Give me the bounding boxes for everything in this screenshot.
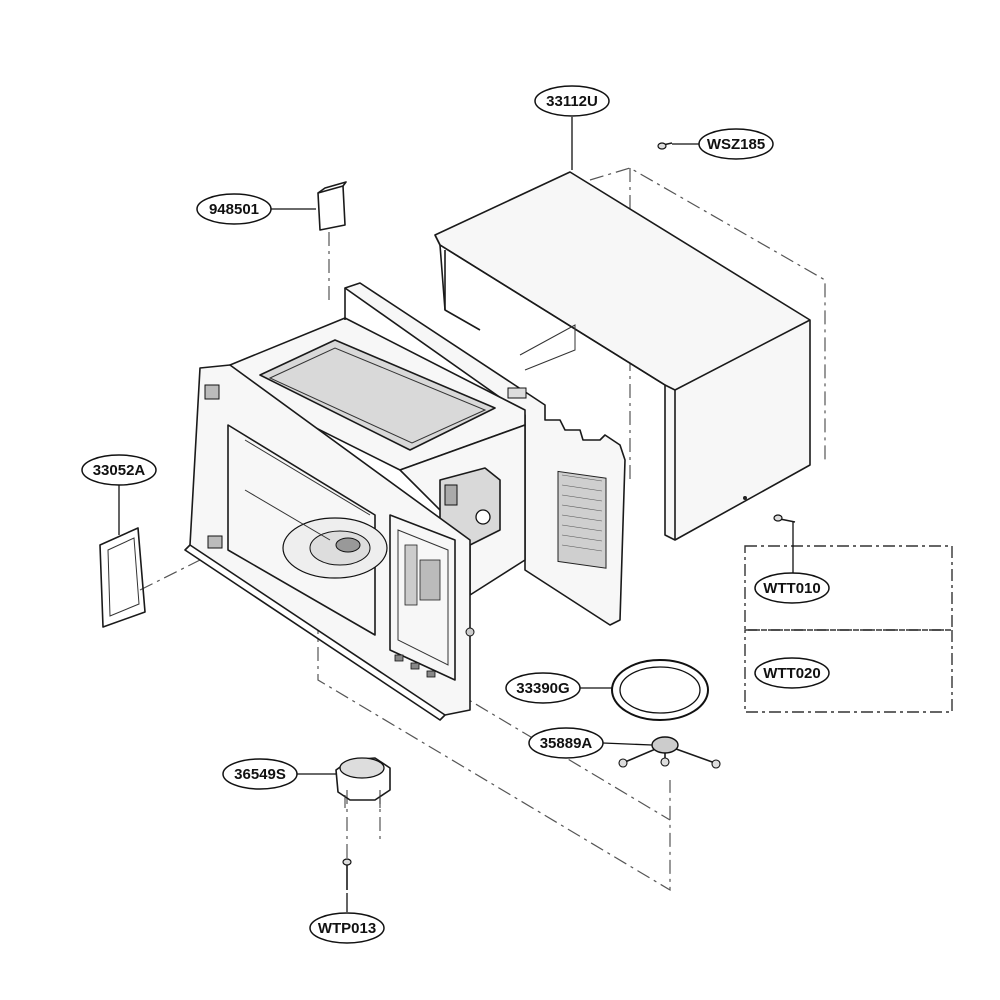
part-tag-36549S: 36549S [222, 758, 298, 790]
part-tag-948501: 948501 [196, 193, 272, 225]
part-tag-33390G: 33390G [505, 672, 581, 704]
part-tag-WTP013: WTP013 [309, 912, 385, 944]
part-number: WSZ185 [707, 136, 765, 153]
glass-tray-33390G [611, 659, 709, 721]
part-number: 33112U [546, 93, 598, 110]
part-tag-35889A: 35889A [528, 727, 604, 759]
part-number: WTT010 [763, 580, 821, 597]
filter-pad-948501 [317, 181, 347, 231]
screw-wtt [773, 514, 796, 523]
part-tag-33052A: 33052A [81, 454, 157, 486]
part-number: WTT020 [763, 665, 821, 682]
oven-chassis [184, 282, 626, 721]
motor-36549S [335, 757, 391, 808]
part-number: 33390G [516, 680, 569, 697]
part-number: 948501 [209, 201, 259, 218]
part-tag-WTT020: WTT020 [754, 657, 830, 689]
outer-cabinet [434, 171, 811, 541]
part-tag-WTT010: WTT010 [754, 572, 830, 604]
screw-wtp013 [342, 858, 352, 890]
roller-35889A [618, 736, 721, 769]
part-number: 33052A [93, 462, 146, 479]
leader-lines [118, 117, 794, 912]
wtt-group-boxes [744, 545, 953, 713]
screw-wsz185 [657, 142, 673, 150]
cover-33052A [99, 527, 146, 628]
part-tag-33112U: 33112U [534, 85, 610, 117]
part-number: 35889A [540, 735, 593, 752]
part-number: WTP013 [318, 920, 376, 937]
part-tag-WSZ185: WSZ185 [698, 128, 774, 160]
part-number: 36549S [234, 766, 286, 783]
